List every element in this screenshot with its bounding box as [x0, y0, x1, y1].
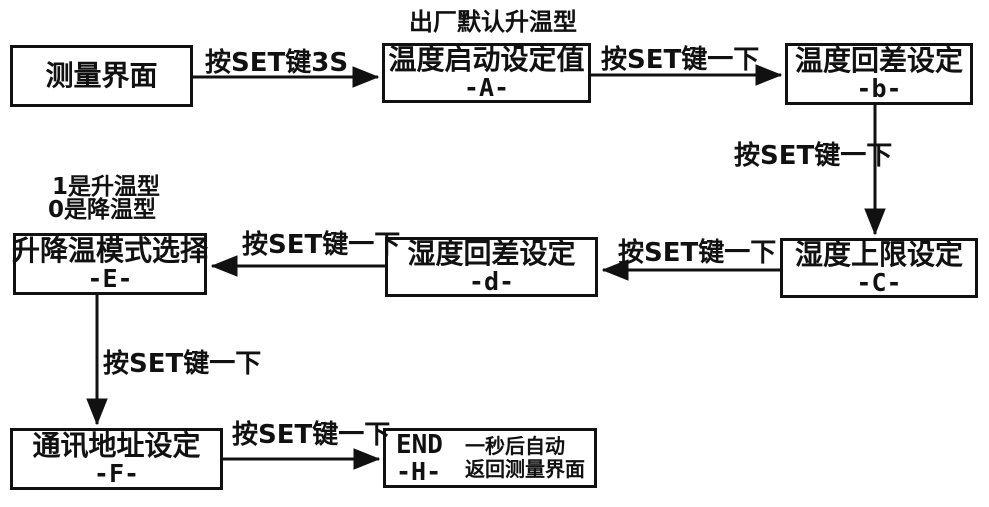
node-humidity-hysteresis-label: 湿度回差设定 [407, 237, 576, 270]
node-temp-start-setting: 温度启动设定值 -A- [382, 43, 591, 103]
edge-label-c-to-d: 按SET键一下 [618, 238, 777, 268]
annotation-mode-note-line1: 1是升温型 [52, 174, 161, 200]
node-comm-address-label: 通讯地址设定 [32, 429, 201, 462]
edge-label-f-to-end: 按SET键一下 [232, 420, 391, 450]
node-measure-label: 测量界面 [45, 59, 158, 92]
annotation-factory-default: 出厂默认升温型 [409, 8, 577, 36]
node-mode-select-label: 升降温模式选择 [12, 234, 209, 267]
edge-label-a-to-b: 按SET键一下 [601, 45, 760, 75]
node-temp-hysteresis-setting: 温度回差设定 -b- [785, 43, 973, 105]
node-end-code: -H- [396, 456, 442, 486]
node-humidity-limit-setting: 湿度上限设定 -C- [780, 238, 978, 298]
node-end-left: END -H- [396, 429, 443, 486]
node-temp-start-code: -A- [463, 73, 510, 102]
node-humidity-limit-label: 湿度上限设定 [794, 238, 963, 271]
node-temp-hysteresis-label: 温度回差设定 [794, 44, 963, 77]
node-measure-interface: 测量界面 [10, 45, 193, 107]
node-mode-select-code: -E- [87, 264, 133, 293]
node-humidity-limit-code: -C- [856, 268, 902, 297]
node-temp-start-label: 温度启动设定值 [388, 43, 585, 76]
node-end-note-line1: 一秒后自动 [464, 434, 565, 458]
node-end-label: END [396, 429, 443, 460]
edge-label-e-to-f: 按SET键一下 [103, 349, 262, 379]
node-humidity-hysteresis-code: -d- [468, 267, 515, 296]
node-comm-address-code: -F- [93, 459, 140, 488]
annotation-mode-note-line2: 0是降温型 [48, 197, 157, 223]
node-temp-hysteresis-code: -b- [856, 74, 902, 103]
edge-label-d-to-e: 按SET键一下 [242, 230, 401, 260]
node-end-note: 一秒后自动 返回测量界面 [465, 435, 585, 481]
node-mode-select: 升降温模式选择 -E- [12, 233, 209, 295]
node-humidity-hysteresis-setting: 湿度回差设定 -d- [385, 237, 598, 297]
node-comm-address-setting: 通讯地址设定 -F- [10, 428, 223, 490]
node-end: END -H- 一秒后自动 返回测量界面 [383, 428, 597, 488]
node-end-note-line2: 返回测量界面 [464, 457, 585, 481]
edge-label-b-to-c: 按SET键一下 [734, 141, 893, 171]
edge-label-measure-to-a: 按SET键3S [205, 48, 349, 78]
